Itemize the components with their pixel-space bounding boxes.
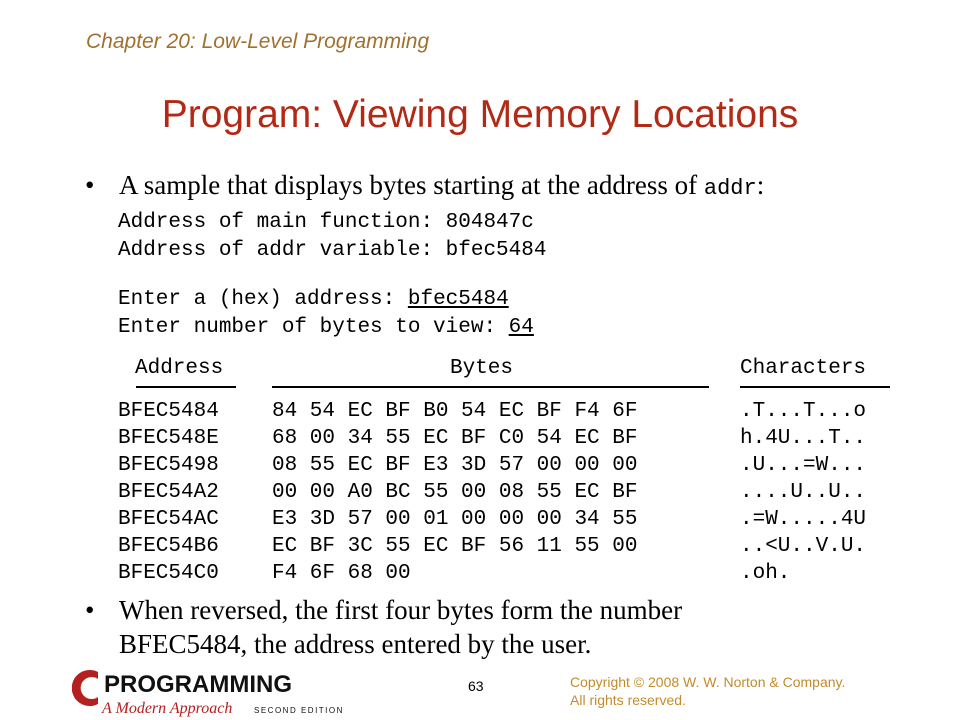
row-address: BFEC5484 <box>118 400 219 423</box>
bullet-dot: • <box>85 170 95 200</box>
row-address: BFEC54A2 <box>118 481 219 504</box>
row-chars: .oh. <box>740 562 791 585</box>
row-address: BFEC5498 <box>118 454 219 477</box>
prompt-bytes: Enter number of bytes to view: 64 <box>118 316 534 339</box>
divider-chars <box>740 386 890 388</box>
row-chars: .T...T...o <box>740 400 867 423</box>
row-address: BFEC54C0 <box>118 562 219 585</box>
divider-bytes <box>272 386 709 388</box>
row-chars: .U...=W... <box>740 454 867 477</box>
output-line-main: Address of main function: 804847c <box>118 211 534 234</box>
row-chars: ..<U..V.U. <box>740 535 867 558</box>
bullet-dot: • <box>85 595 95 625</box>
logo-sub-text: A Modern Approach <box>101 700 232 717</box>
divider-address <box>136 386 236 388</box>
output-line-addr: Address of addr variable: bfec5484 <box>118 239 547 262</box>
chapter-label: Chapter 20: Low-Level Programming <box>86 30 430 53</box>
row-bytes: 08 55 EC BF E3 3D 57 00 00 00 <box>272 454 638 477</box>
copyright-line-1: Copyright © 2008 W. W. Norton & Company. <box>570 674 846 690</box>
copyright-notice: Copyright © 2008 W. W. Norton & Company.… <box>570 673 845 709</box>
prompt-bytes-value: 64 <box>508 316 534 339</box>
prompt-address-value: bfec5484 <box>407 288 509 311</box>
col-header-address: Address <box>135 357 224 380</box>
addr-code: addr <box>703 176 757 201</box>
row-bytes: F4 6F 68 00 <box>272 562 411 585</box>
bullet-2-line-1: When reversed, the first four bytes form… <box>119 595 683 625</box>
prompt-address: Enter a (hex) address: bfec5484 <box>118 288 509 311</box>
row-address: BFEC548E <box>118 427 219 450</box>
row-chars: h.4U...T.. <box>740 427 867 450</box>
bullet-2: • When reversed, the first four bytes fo… <box>85 593 885 661</box>
book-logo: PROGRAMMING A Modern Approach SECOND EDI… <box>72 670 344 717</box>
bullet-1-text: A sample that displays bytes starting at… <box>119 170 765 201</box>
row-bytes: E3 3D 57 00 01 00 00 00 34 55 <box>272 508 638 531</box>
row-address: BFEC54AC <box>118 508 219 531</box>
page-number: 63 <box>468 678 484 694</box>
row-bytes: 68 00 34 55 EC BF C0 54 EC BF <box>272 427 638 450</box>
slide-title: Program: Viewing Memory Locations <box>161 93 799 136</box>
col-header-chars: Characters <box>740 357 867 380</box>
copyright-line-2: All rights reserved. <box>570 692 686 708</box>
logo-c-icon <box>72 670 98 706</box>
col-header-bytes: Bytes <box>450 357 514 380</box>
row-chars: ....U..U.. <box>740 481 867 504</box>
bullet-2-line-2: BFEC5484, the address entered by the use… <box>119 629 592 659</box>
logo-main-text: PROGRAMMING <box>104 671 292 698</box>
row-chars: .=W.....4U <box>740 508 867 531</box>
bullet-1: • A sample that displays bytes starting … <box>85 168 905 202</box>
logo-edition-text: SECOND EDITION <box>254 706 344 715</box>
row-address: BFEC54B6 <box>118 535 219 558</box>
row-bytes: EC BF 3C 55 EC BF 56 11 55 00 <box>272 535 638 558</box>
row-bytes: 00 00 A0 BC 55 00 08 55 EC BF <box>272 481 638 504</box>
row-bytes: 84 54 EC BF B0 54 EC BF F4 6F <box>272 400 638 423</box>
